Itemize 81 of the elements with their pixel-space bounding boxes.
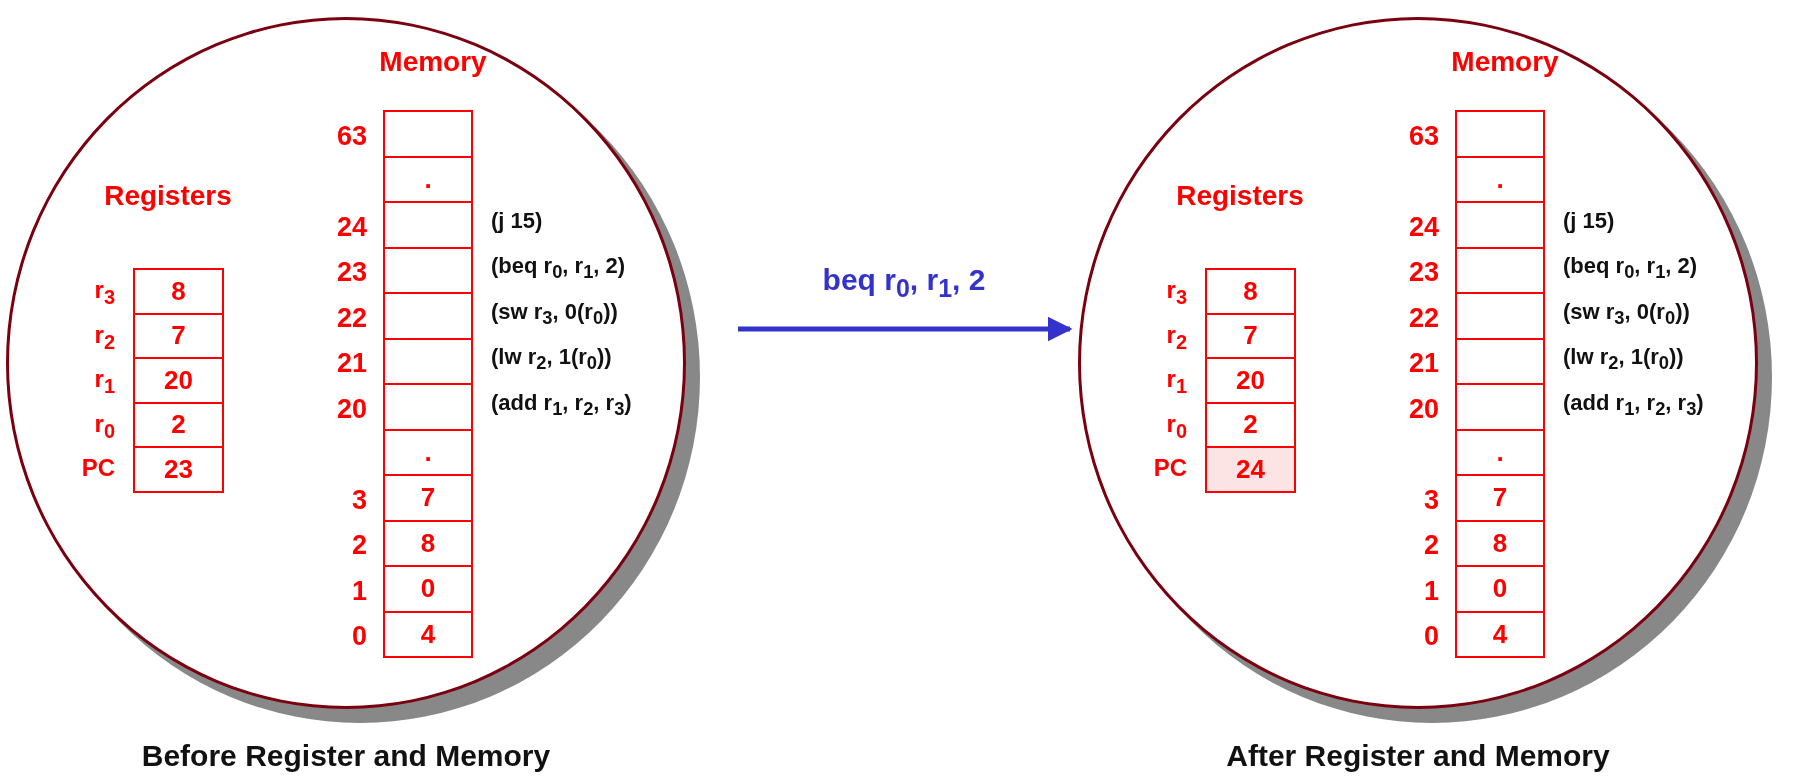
memory-cell bbox=[383, 292, 473, 340]
memory-cell bbox=[1455, 246, 1545, 294]
memory-cell: 7 bbox=[1455, 474, 1545, 522]
register-name: r$_{3}$ bbox=[1166, 276, 1187, 310]
register-cell: 20 bbox=[1205, 357, 1296, 404]
section-heading: Memory bbox=[379, 46, 487, 78]
memory-address: 1 bbox=[1423, 575, 1439, 607]
memory-cell bbox=[1455, 110, 1545, 158]
memory-cell: 0 bbox=[383, 565, 473, 613]
instruction-text: (j 15) bbox=[491, 207, 543, 234]
register-name: r$_{1}$ bbox=[94, 365, 115, 399]
memory-cell: 7 bbox=[383, 474, 473, 522]
memory-cell bbox=[1455, 201, 1545, 249]
memory-cell bbox=[1455, 292, 1545, 340]
memory-address: 0 bbox=[351, 621, 367, 653]
register-cell: 7 bbox=[1205, 312, 1296, 359]
register-name: r$_{1}$ bbox=[1166, 365, 1187, 399]
register-cell: 8 bbox=[133, 268, 224, 315]
register-name: r$_{0}$ bbox=[1166, 409, 1187, 443]
instruction-text: (lw r$_{2}$, 1(r$_{0}$)) bbox=[491, 344, 612, 375]
register-cell: 8 bbox=[1205, 268, 1296, 315]
memory-address: 24 bbox=[1408, 211, 1439, 243]
register-cell: 24 bbox=[1205, 446, 1296, 493]
memory-cell bbox=[383, 337, 473, 385]
memory-address: 22 bbox=[1408, 302, 1439, 334]
memory-address: 0 bbox=[1423, 621, 1439, 653]
register-cell: 20 bbox=[133, 357, 224, 404]
memory-address: 23 bbox=[1408, 257, 1439, 289]
memory-address: 20 bbox=[1408, 393, 1439, 425]
instruction-text: (beq r$_{0}$, r$_{1}$, 2) bbox=[1563, 253, 1698, 284]
section-heading: Registers bbox=[104, 180, 232, 212]
memory-address: 23 bbox=[336, 257, 367, 289]
memory-address: 21 bbox=[1408, 348, 1439, 380]
state-label: After Register and Memory bbox=[1226, 739, 1610, 773]
memory-address: 63 bbox=[1408, 120, 1439, 152]
register-name: r$_{3}$ bbox=[94, 276, 115, 310]
memory-cell: 4 bbox=[383, 610, 473, 658]
memory-cell bbox=[383, 110, 473, 158]
memory-address: 3 bbox=[1423, 484, 1439, 516]
register-name: r$_{2}$ bbox=[1166, 320, 1187, 354]
memory-address: 63 bbox=[336, 120, 367, 152]
memory-address: 24 bbox=[336, 211, 367, 243]
instruction-text: (lw r$_{2}$, 1(r$_{0}$)) bbox=[1563, 344, 1684, 375]
instruction-text: (sw r$_{3}$, 0(r$_{0}$)) bbox=[491, 298, 618, 330]
memory-cell bbox=[383, 383, 473, 431]
memory-cell bbox=[1455, 337, 1545, 385]
memory-address: 2 bbox=[1423, 530, 1439, 562]
memory-address: 2 bbox=[351, 530, 367, 562]
section-heading: Registers bbox=[1176, 180, 1304, 212]
memory-cell: . bbox=[1455, 428, 1545, 476]
memory-cell: 0 bbox=[1455, 565, 1545, 613]
register-name: PC bbox=[81, 454, 115, 483]
memory-cell bbox=[1455, 383, 1545, 431]
memory-cell: . bbox=[383, 428, 473, 476]
instruction-text: (add r$_{1}$, r$_{2}$, r$_{3}$) bbox=[1563, 389, 1704, 421]
register-name: r$_{0}$ bbox=[94, 409, 115, 443]
memory-cell: 4 bbox=[1455, 610, 1545, 658]
register-cell: 2 bbox=[133, 401, 224, 448]
instruction-text: (beq r$_{0}$, r$_{1}$, 2) bbox=[491, 253, 626, 284]
state-label: Before Register and Memory bbox=[141, 739, 551, 773]
memory-cell: . bbox=[1455, 155, 1545, 203]
instruction-text: (sw r$_{3}$, 0(r$_{0}$)) bbox=[1563, 298, 1690, 330]
memory-cell bbox=[383, 246, 473, 294]
register-cell: 2 bbox=[1205, 401, 1296, 448]
section-heading: Memory bbox=[1451, 46, 1559, 78]
memory-cell: 8 bbox=[383, 519, 473, 567]
memory-address: 21 bbox=[336, 348, 367, 380]
memory-cell bbox=[383, 201, 473, 249]
memory-address: 20 bbox=[336, 393, 367, 425]
register-name: PC bbox=[1153, 454, 1187, 483]
memory-address: 1 bbox=[351, 575, 367, 607]
register-cell: 23 bbox=[133, 446, 224, 493]
register-cell: 7 bbox=[133, 312, 224, 359]
instruction-text: (add r$_{1}$, r$_{2}$, r$_{3}$) bbox=[491, 389, 632, 421]
memory-cell: 8 bbox=[1455, 519, 1545, 567]
memory-address: 3 bbox=[351, 484, 367, 516]
arrow bbox=[738, 316, 1073, 342]
register-name: r$_{2}$ bbox=[94, 320, 115, 354]
memory-address: 22 bbox=[336, 302, 367, 334]
memory-cell: . bbox=[383, 155, 473, 203]
instruction-text: (j 15) bbox=[1563, 207, 1615, 234]
